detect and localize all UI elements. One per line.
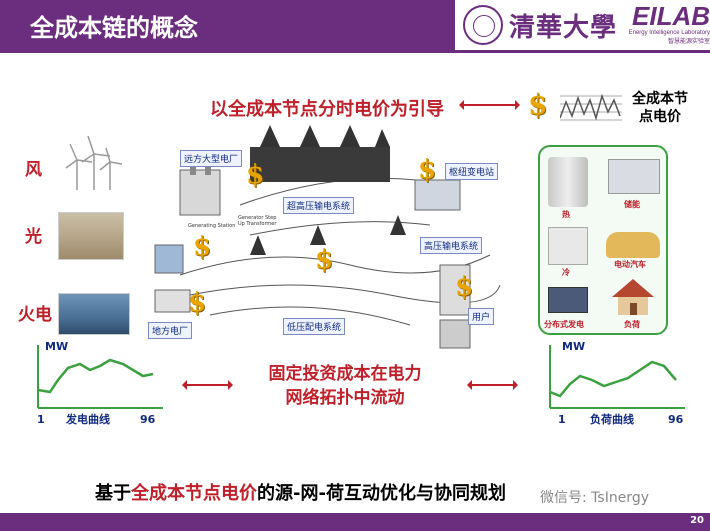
right-double-arrow-icon (470, 384, 515, 386)
load-curve-ylabel: MW (562, 340, 585, 353)
left-double-arrow-icon (185, 384, 230, 386)
gen-curve-xstart: 1 (37, 413, 45, 426)
source-thermal-label: 火电 (18, 300, 52, 325)
university-name: 清華大學 (509, 7, 617, 44)
dollar-icon: $ (528, 88, 547, 121)
gen-curve-ylabel: MW (45, 340, 68, 353)
price-chart-icon (560, 88, 622, 128)
guide-text: 以全成本节点分时电价为引导 (210, 95, 444, 121)
lab-name: EILAB (615, 2, 710, 30)
wind-turbine-icon (62, 132, 122, 192)
hub-substation-label: 枢纽变电站 (445, 163, 498, 180)
gen-curve-xend: 96 (140, 413, 155, 426)
dollar-icon-user: $ (455, 272, 473, 302)
dollar-icon-hub: $ (418, 155, 436, 185)
load-storage-label: 储能 (624, 199, 640, 210)
load-cold-label: 冷 (562, 267, 570, 278)
source-solar-label: 光 (25, 222, 42, 247)
load-curve-xend: 96 (668, 413, 683, 426)
load-panel: 热 储能 冷 电动汽车 分布式发电 负荷 (538, 145, 668, 335)
load-load-label: 负荷 (624, 319, 640, 330)
bottom-caption: 基于全成本节点电价的源-网-荷互动优化与协同规划 (95, 479, 506, 505)
ehv-system-label: 超高压输电系统 (283, 197, 354, 214)
page-number: 20 (690, 515, 704, 526)
page-title: 全成本链的概念 (30, 8, 198, 43)
hv-system-label: 高压输电系统 (420, 237, 482, 254)
offshore-wind-image (58, 293, 130, 335)
source-wind-label: 风 (25, 155, 42, 180)
node-price-line1: 全成本节 (625, 90, 695, 108)
bottom-post: 的源-网-荷互动优化与协同规划 (257, 483, 506, 504)
lab-logo: EILAB Energy Intelligence Laboratory 智慧能… (615, 2, 710, 45)
dollar-icon-local: $ (193, 232, 211, 262)
house-icon (610, 277, 656, 317)
gen-station-caption: Generating Station (188, 223, 235, 229)
load-dg-label: 分布式发电 (544, 319, 584, 330)
center-caption: 固定投资成本在电力 网络拓扑中流动 (245, 362, 445, 410)
dollar-icon-grid: $ (315, 245, 333, 275)
center-line2: 网络拓扑中流动 (245, 386, 445, 410)
cold-storage-image (548, 227, 588, 265)
solar-panel-image (548, 287, 588, 313)
lv-system-label: 低压配电系统 (283, 318, 345, 335)
load-curve-xlabel: 负荷曲线 (590, 411, 634, 427)
electric-car-image (606, 232, 660, 258)
header-divider (0, 50, 710, 53)
battery-storage-image (608, 159, 660, 194)
dollar-icon-ehv: $ (246, 160, 264, 190)
header: 全成本链的概念 清華大學 EILAB Energy Intelligence L… (0, 0, 710, 50)
dollar-icon-plant: $ (188, 288, 206, 318)
double-arrow-icon (462, 104, 517, 106)
title-bar: 全成本链的概念 (0, 0, 455, 50)
bottom-highlight: 全成本节点电价 (131, 483, 257, 504)
footer-bar: 20 (0, 513, 710, 531)
remote-plant-label: 远方大型电厂 (180, 150, 242, 167)
bottom-pre: 基于 (95, 483, 131, 504)
university-seal-icon (463, 5, 503, 45)
heat-storage-tank-image (548, 157, 588, 207)
center-line1: 固定投资成本在电力 (245, 362, 445, 386)
user-label: 用户 (468, 308, 494, 325)
gen-curve-xlabel: 发电曲线 (66, 411, 110, 427)
load-curve-xstart: 1 (558, 413, 566, 426)
local-plant-label: 地方电厂 (148, 322, 192, 339)
load-heat-label: 热 (562, 209, 570, 220)
lab-cn-name: 智慧能源实验室 (615, 36, 710, 45)
load-ev-label: 电动汽车 (614, 259, 646, 270)
node-price-line2: 点电价 (625, 108, 695, 126)
step-up-caption: Generator Step Up Transformer (238, 215, 278, 227)
solar-field-image (58, 212, 124, 260)
wechat-watermark: 微信号: TsInergy (540, 487, 649, 507)
node-price-label: 全成本节 点电价 (625, 90, 695, 126)
